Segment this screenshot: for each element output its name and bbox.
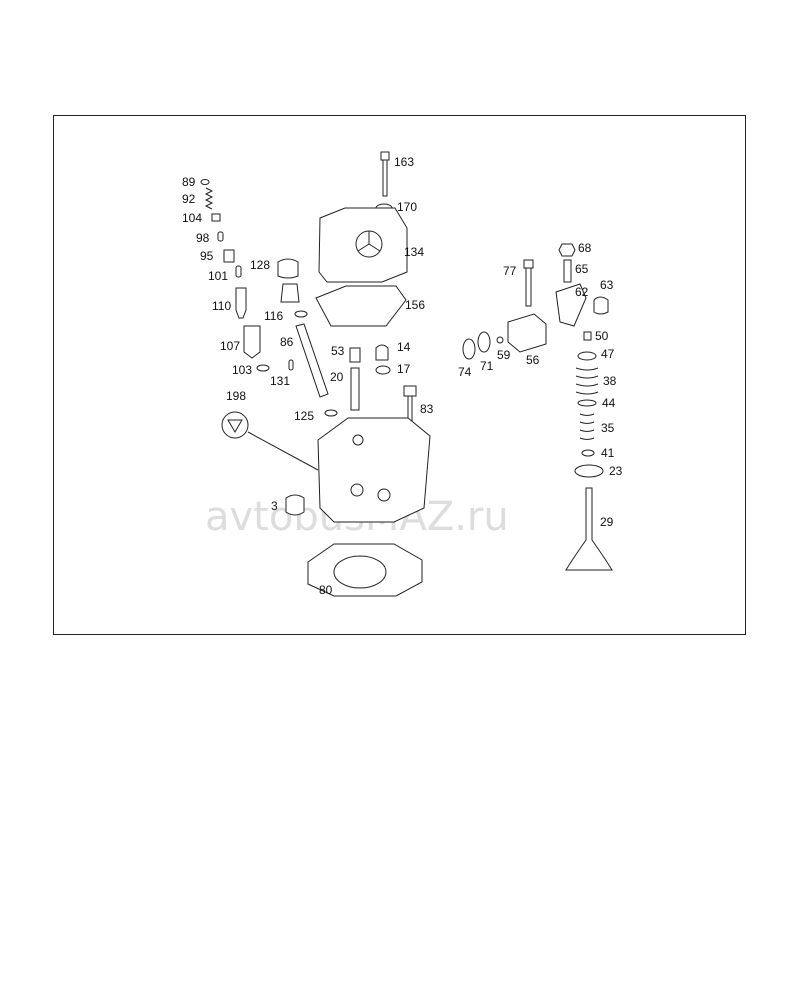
part-label-62: 62 bbox=[575, 285, 589, 299]
part-label-44: 44 bbox=[602, 396, 616, 410]
part-label-125: 125 bbox=[294, 409, 314, 423]
part-label-101: 101 bbox=[208, 269, 228, 283]
part-label-170: 170 bbox=[397, 200, 417, 214]
part-label-156: 156 bbox=[405, 298, 425, 312]
part-68-nut-shape bbox=[558, 243, 576, 257]
part-label-47: 47 bbox=[601, 347, 615, 361]
part-label-128: 128 bbox=[250, 258, 270, 272]
part-label-134: 134 bbox=[404, 245, 424, 259]
part-80-bore-shape bbox=[333, 555, 387, 589]
part-label-89: 89 bbox=[182, 175, 196, 189]
part-128-shape bbox=[277, 258, 299, 279]
leader-198 bbox=[247, 431, 319, 471]
part-35-spring-shape bbox=[579, 413, 595, 440]
part-label-68: 68 bbox=[578, 241, 592, 255]
part-17-shape bbox=[375, 365, 391, 375]
part-89-shape bbox=[200, 179, 210, 185]
part-38-spring-shape bbox=[575, 367, 599, 395]
part-label-131: 131 bbox=[270, 374, 290, 388]
part-44-shape bbox=[577, 399, 597, 407]
head-port-2-shape bbox=[377, 488, 391, 502]
part-98-shape bbox=[217, 231, 224, 242]
star-emblem-lines bbox=[357, 231, 381, 252]
part-label-80: 80 bbox=[319, 583, 333, 597]
part-107-shape bbox=[243, 325, 261, 359]
part-95-shape bbox=[223, 249, 235, 263]
part-label-56: 56 bbox=[526, 353, 540, 367]
part-74-shape bbox=[462, 338, 476, 360]
head-port-3-shape bbox=[352, 434, 364, 446]
part-label-95: 95 bbox=[200, 249, 214, 263]
part-62-rocker-shape bbox=[555, 283, 587, 327]
part-label-65: 65 bbox=[575, 262, 589, 276]
part-label-14: 14 bbox=[397, 340, 411, 354]
part-14-shape bbox=[375, 344, 389, 361]
part-label-20: 20 bbox=[330, 370, 344, 384]
part-label-104: 104 bbox=[182, 211, 202, 225]
diagram-frame bbox=[53, 115, 746, 635]
part-label-107: 107 bbox=[220, 339, 240, 353]
part-163-bolt-shape bbox=[380, 151, 390, 197]
part-label-83: 83 bbox=[420, 402, 434, 416]
part-label-17: 17 bbox=[397, 362, 411, 376]
part-label-35: 35 bbox=[601, 421, 615, 435]
part-110-shape bbox=[235, 287, 247, 319]
part-53-shape bbox=[349, 347, 361, 363]
part-label-63: 63 bbox=[600, 278, 614, 292]
part-156-gasket-shape bbox=[315, 285, 407, 327]
part-label-41: 41 bbox=[601, 446, 615, 460]
part-label-74: 74 bbox=[458, 365, 472, 379]
part-92-spring-shape bbox=[204, 187, 214, 210]
part-104-shape bbox=[211, 213, 221, 222]
part-20-shape bbox=[350, 367, 360, 411]
part-116-ring-shape bbox=[294, 310, 308, 318]
part-label-77: 77 bbox=[503, 264, 517, 278]
part-label-3: 3 bbox=[271, 499, 278, 513]
cylinder-head-shape bbox=[317, 417, 431, 523]
part-41-shape bbox=[581, 449, 595, 457]
part-label-86: 86 bbox=[280, 335, 294, 349]
part-label-98: 98 bbox=[196, 231, 210, 245]
part-label-50: 50 bbox=[595, 329, 609, 343]
part-63-shape bbox=[593, 296, 609, 315]
part-103-shape bbox=[256, 364, 270, 372]
part-29-valve-shape bbox=[565, 487, 613, 571]
part-50-shape bbox=[583, 331, 592, 341]
part-116-shape bbox=[280, 283, 300, 303]
part-label-198: 198 bbox=[226, 389, 246, 403]
part-47-shape bbox=[577, 351, 597, 361]
part-59-shape bbox=[496, 336, 504, 344]
part-131-shape bbox=[288, 359, 294, 371]
part-label-23: 23 bbox=[609, 464, 623, 478]
part-label-92: 92 bbox=[182, 192, 196, 206]
part-101-shape bbox=[235, 265, 242, 278]
part-label-53: 53 bbox=[331, 344, 345, 358]
part-label-29: 29 bbox=[600, 515, 614, 529]
part-56-shaft-shape bbox=[507, 313, 547, 353]
part-label-110: 110 bbox=[212, 299, 231, 313]
part-71-shape bbox=[477, 331, 491, 353]
part-23-shape bbox=[574, 464, 604, 478]
part-label-103: 103 bbox=[232, 363, 252, 377]
head-port-1-shape bbox=[350, 483, 364, 497]
part-198-inner-shape bbox=[227, 419, 243, 433]
part-label-163: 163 bbox=[394, 155, 414, 169]
part-86-injector-shape bbox=[295, 323, 329, 398]
part-125-shape bbox=[324, 409, 338, 417]
part-label-59: 59 bbox=[497, 348, 511, 362]
part-label-71: 71 bbox=[480, 359, 494, 373]
part-label-116: 116 bbox=[264, 309, 283, 323]
part-77-bolt-shape bbox=[523, 259, 534, 307]
part-3-shape bbox=[285, 494, 305, 516]
part-65-shape bbox=[563, 259, 572, 283]
part-label-38: 38 bbox=[603, 374, 617, 388]
